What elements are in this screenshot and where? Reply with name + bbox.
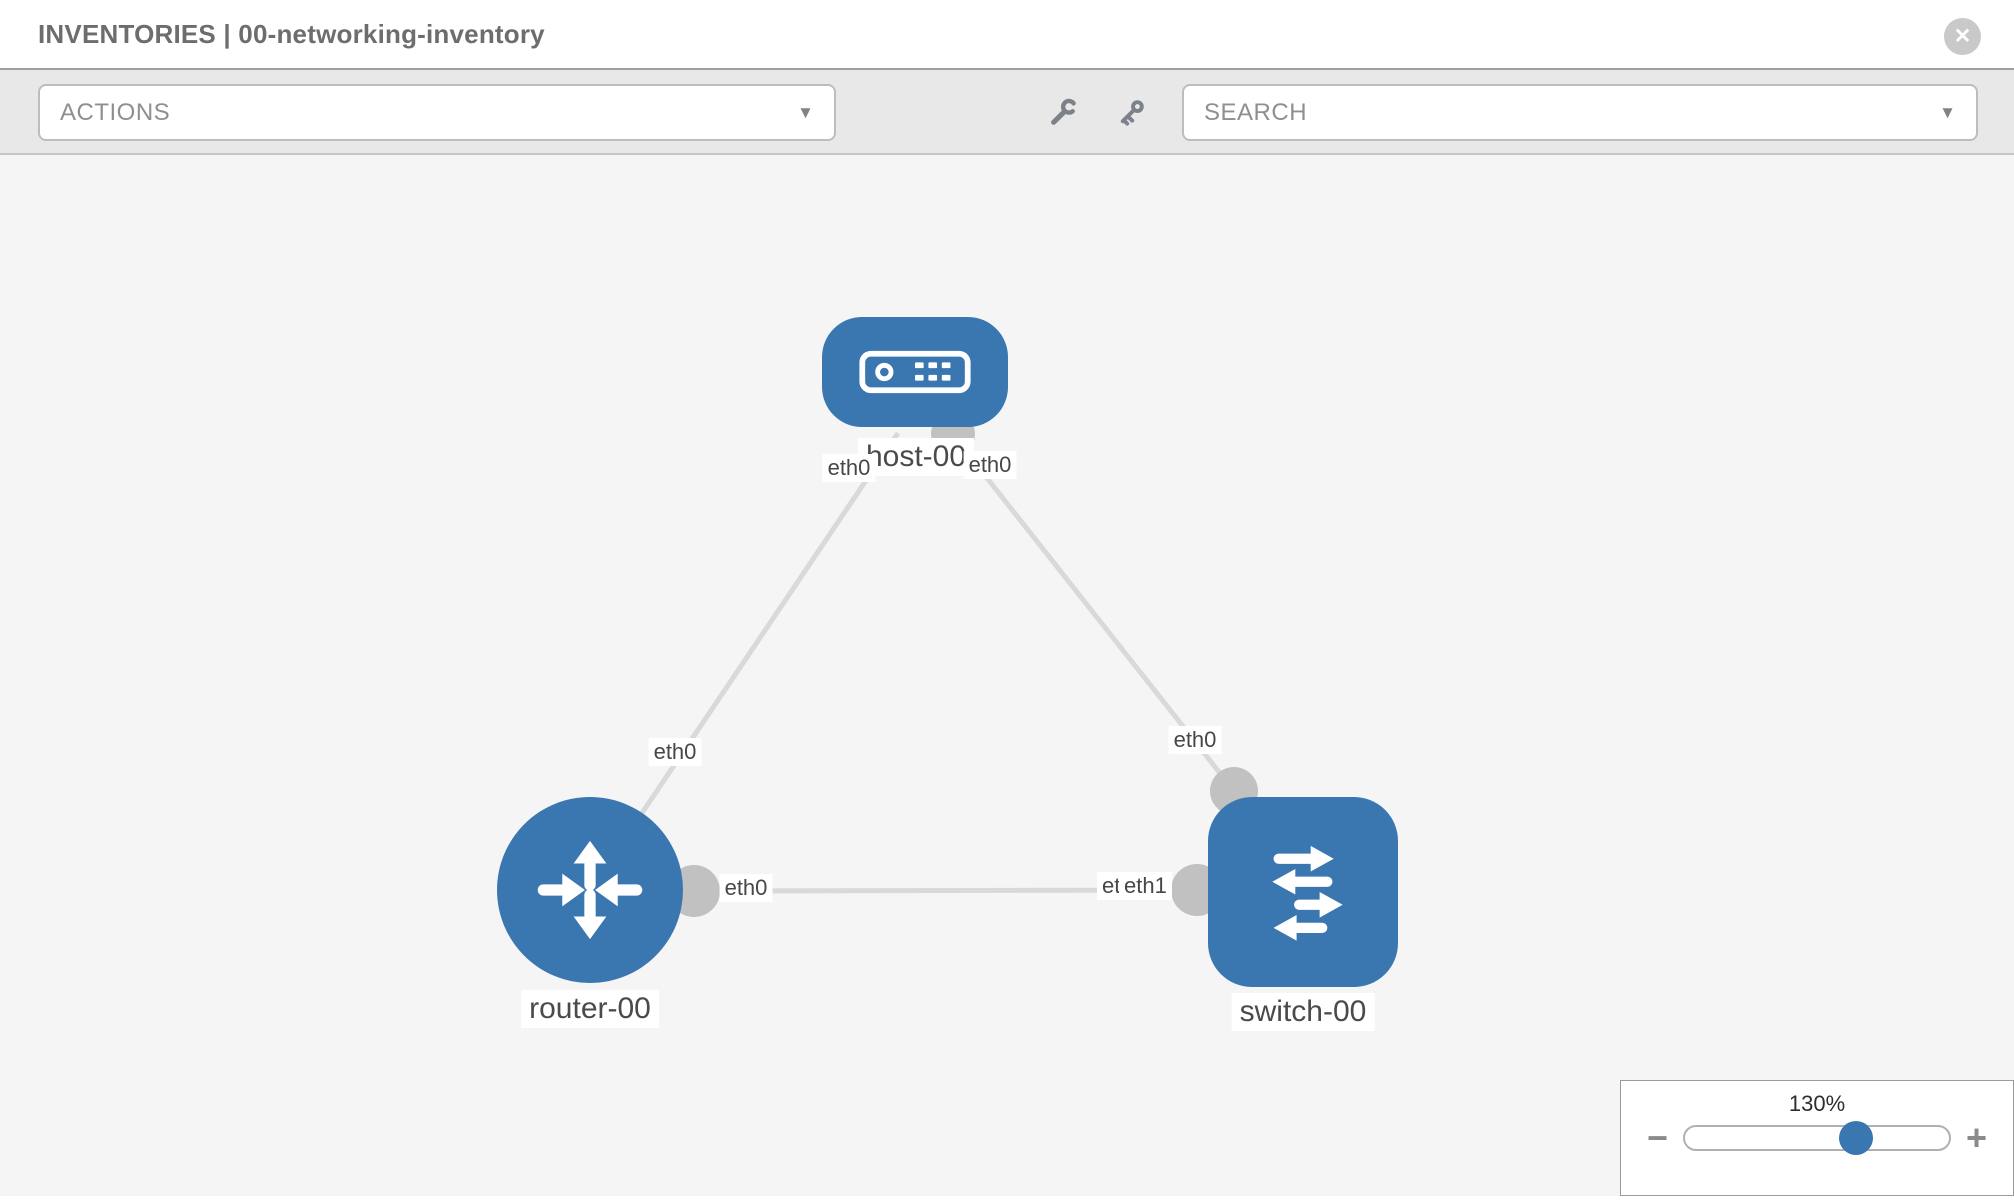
wrench-icon[interactable] xyxy=(1044,94,1082,132)
search-dropdown-label: SEARCH xyxy=(1204,98,1308,126)
interface-label-switch-eth1-to-router: eth1 xyxy=(1119,872,1172,900)
interface-label-router-eth0-to-switch: eth0 xyxy=(719,874,773,902)
chevron-down-icon: ▼ xyxy=(1939,102,1956,122)
switch-icon xyxy=(1272,845,1343,941)
node-label-router-00: router-00 xyxy=(521,990,659,1028)
toolbar: ACTIONS ▼ SEARCH ▼ xyxy=(0,70,2014,155)
actions-dropdown[interactable]: ACTIONS ▼ xyxy=(38,84,836,141)
zoom-slider-track[interactable] xyxy=(1683,1121,1951,1155)
zoom-level-value: 130% xyxy=(1788,1091,1846,1116)
wrench-glyph xyxy=(1051,98,1077,125)
interface-label-router-eth0-to-host: eth0 xyxy=(648,738,702,766)
node-router-00[interactable] xyxy=(497,797,683,983)
router-icon xyxy=(537,840,643,940)
node-switch-00[interactable] xyxy=(1208,797,1398,987)
topology-canvas[interactable]: host-00 router-00 switch-00 eth0 eth0 et… xyxy=(0,155,2014,1196)
interface-label-host-eth0-to-switch: eth0 xyxy=(963,451,1017,479)
interface-label-host-eth0-to-router: eth0 xyxy=(822,454,876,482)
interface-label-switch-eth0-to-host: eth0 xyxy=(1168,726,1222,754)
key-icon[interactable] xyxy=(1112,94,1150,132)
header-bar: INVENTORIES | 00-networking-inventory ✕ xyxy=(0,0,2014,70)
node-label-host-00: host-00 xyxy=(857,438,975,476)
close-glyph: ✕ xyxy=(1953,25,1972,48)
zoom-out-button[interactable]: − xyxy=(1647,1117,1669,1158)
actions-dropdown-label: ACTIONS xyxy=(60,98,171,126)
zoom-control-panel: 130% − + xyxy=(1620,1080,2014,1196)
host-icon xyxy=(859,350,971,394)
page-title: INVENTORIES | 00-networking-inventory xyxy=(38,18,545,49)
topology-links-layer xyxy=(639,412,1258,917)
node-host-00[interactable] xyxy=(822,317,1008,427)
search-dropdown[interactable]: SEARCH ▼ xyxy=(1182,84,1978,141)
zoom-in-button[interactable]: + xyxy=(1965,1117,1987,1158)
close-icon[interactable]: ✕ xyxy=(1944,18,1981,55)
node-label-switch-00: switch-00 xyxy=(1231,993,1375,1031)
chevron-down-icon: ▼ xyxy=(797,102,814,122)
zoom-slider-knob[interactable] xyxy=(1839,1121,1873,1155)
key-glyph xyxy=(1120,100,1144,126)
